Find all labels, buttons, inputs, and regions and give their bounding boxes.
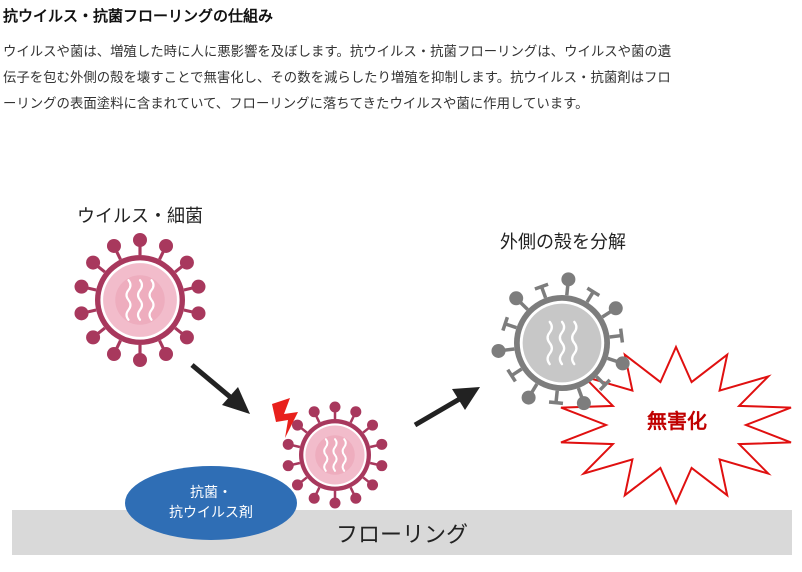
agent-label-line2: 抗ウイルス剤 — [169, 505, 253, 521]
arrow-up-icon — [413, 387, 480, 428]
description-line: ーリングの表面塗料に含まれていて、フローリングに落ちてきたウイルスや菌に作用して… — [3, 97, 589, 112]
arrow-down-icon — [190, 363, 250, 414]
flooring-label: フローリング — [336, 523, 468, 548]
description-line: ウイルスや菌は、増殖した時に人に悪影響を及ぼします。抗ウイルス・抗菌フローリング… — [3, 45, 672, 60]
agent-label-line1: 抗菌・ — [190, 485, 232, 501]
harmless-burst — [560, 344, 792, 506]
broken-virus-icon — [491, 272, 630, 411]
lightning-icon — [272, 398, 298, 438]
virus-icon — [74, 233, 206, 367]
virus-on-floor-icon — [282, 401, 388, 509]
harmless-label: 無害化 — [647, 409, 707, 433]
page-title: 抗ウイルス・抗菌フローリングの仕組み — [3, 7, 274, 25]
break-shell-label: 外側の殻を分解 — [500, 232, 626, 253]
virus-label: ウイルス・細菌 — [77, 206, 203, 227]
description: ウイルスや菌は、増殖した時に人に悪影響を及ぼします。抗ウイルス・抗菌フローリング… — [3, 40, 799, 118]
antibacterial-agent — [125, 466, 297, 540]
description-line: 伝子を包む外側の殻を壊すことで無害化し、その数を減らしたり増殖を抑制します。抗ウ… — [3, 71, 671, 86]
